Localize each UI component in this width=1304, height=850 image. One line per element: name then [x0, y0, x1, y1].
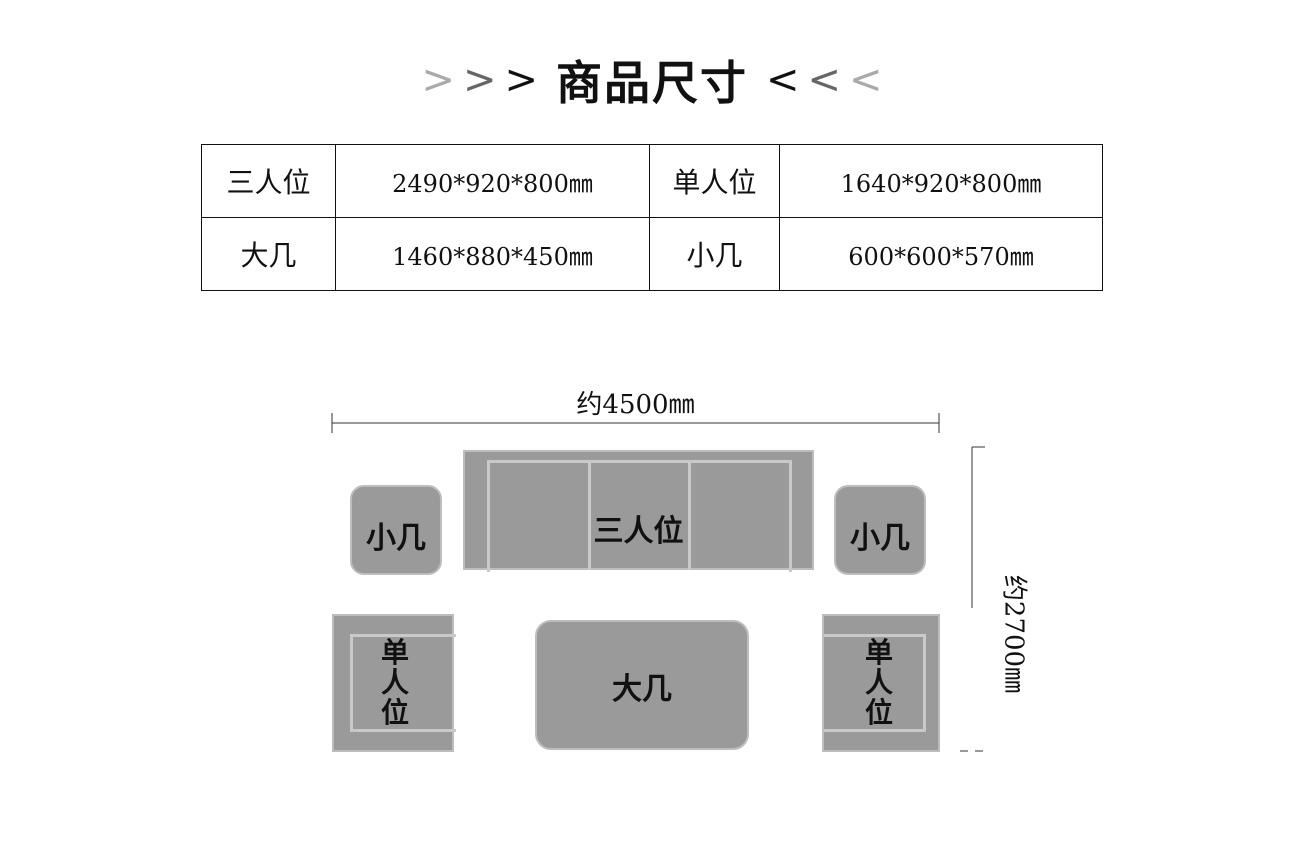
table-cell-size: 1460*880*450㎜: [335, 217, 650, 291]
side-table-right: 小几: [834, 485, 926, 575]
single-seat-left: 单 人 位: [332, 614, 456, 752]
table-row: 三人位 2490*920*800㎜ 单人位 1640*920*800㎜: [201, 144, 1103, 218]
label-char: 人: [380, 666, 409, 699]
arrow-left-1: >: [421, 57, 455, 103]
label-char: 单: [380, 636, 409, 669]
dimension-table: 三人位 2490*920*800㎜ 单人位 1640*920*800㎜ 大几 1…: [201, 144, 1103, 291]
arrow-left-2: >: [462, 57, 497, 103]
table-cell-name: 单人位: [649, 144, 780, 218]
label-char: 位: [864, 696, 893, 729]
height-dimension-label: 约2700㎜: [998, 574, 1029, 694]
side-table-left: 小几: [350, 485, 442, 575]
table-cell-size: 2490*920*800㎜: [335, 144, 650, 218]
single-seat-left-cushion: [350, 634, 456, 732]
arrow-right-1: <: [766, 57, 800, 103]
single-seat-right-label: 单 人 位: [864, 638, 894, 728]
arrow-right-3: <: [849, 57, 883, 103]
section-title: 商品尺寸: [556, 56, 748, 110]
three-seat-sofa: 三人位: [463, 450, 814, 572]
single-seat-left-label: 单 人 位: [380, 638, 410, 728]
sofa-seat-frame: [487, 460, 792, 572]
side-table-left-label: 小几: [366, 521, 426, 556]
single-seat-right: 单 人 位: [822, 614, 940, 752]
single-seat-right-cushion: [824, 634, 926, 732]
arrow-right-2: <: [807, 57, 842, 103]
section-header: > > > 商品尺寸 < < <: [0, 50, 1304, 110]
table-cell-name: 三人位: [201, 144, 336, 218]
height-dimension-line: [960, 446, 985, 752]
side-table-right-label: 小几: [850, 521, 910, 556]
seat-divider: [588, 460, 591, 570]
three-seat-sofa-label: 三人位: [593, 514, 684, 549]
width-dimension-label: 约4500㎜: [576, 390, 695, 420]
table-cell-size: 600*600*570㎜: [779, 217, 1103, 291]
coffee-table: 大几: [535, 620, 749, 750]
label-char: 位: [380, 696, 409, 729]
coffee-table-label: 大几: [612, 672, 672, 707]
table-cell-name: 小几: [649, 217, 780, 291]
table-row: 大几 1460*880*450㎜ 小几 600*600*570㎜: [201, 217, 1103, 291]
table-cell-name: 大几: [201, 217, 336, 291]
label-char: 单: [864, 636, 893, 669]
seat-divider: [688, 460, 691, 570]
table-cell-size: 1640*920*800㎜: [779, 144, 1103, 218]
label-char: 人: [864, 666, 893, 699]
arrow-left-3: >: [504, 57, 538, 103]
